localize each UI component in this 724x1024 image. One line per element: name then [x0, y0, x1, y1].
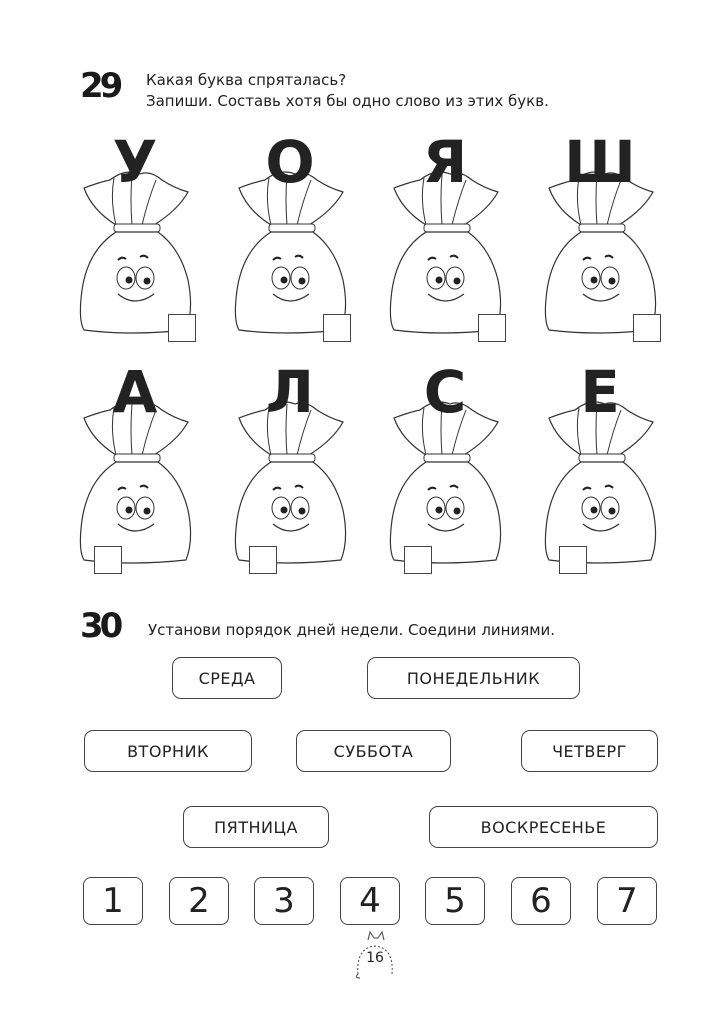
- bag-letter: С: [423, 358, 467, 426]
- bag-icon: [389, 171, 502, 334]
- letter-answer-box[interactable]: [323, 314, 351, 342]
- task-number-29: 29: [80, 66, 123, 106]
- day-card-tuesday[interactable]: ВТОРНИК: [84, 730, 252, 772]
- bag-icon: [79, 171, 192, 334]
- bag-icon: [544, 171, 657, 334]
- letter-answer-box[interactable]: [404, 546, 432, 574]
- page-number-badge: 16: [352, 930, 398, 980]
- day-card-friday[interactable]: ПЯТНИЦА: [183, 806, 329, 848]
- bag-letter: Я: [422, 128, 468, 196]
- letter-answer-box[interactable]: [633, 314, 661, 342]
- number-box-4[interactable]: 4: [340, 877, 400, 925]
- number-box-3[interactable]: 3: [254, 877, 314, 925]
- task-29-line1: Какая буква спряталась?: [146, 71, 347, 89]
- hidden-letter-bag: С: [380, 362, 510, 574]
- task-number-30: 30: [80, 606, 123, 646]
- number-box-6[interactable]: 6: [511, 877, 571, 925]
- bag-icon: [79, 401, 192, 564]
- day-card-wednesday[interactable]: СРЕДА: [172, 657, 282, 699]
- day-card-monday[interactable]: ПОНЕДЕЛЬНИК: [367, 657, 580, 699]
- number-box-1[interactable]: 1: [83, 877, 143, 925]
- hidden-letter-bag: Е: [535, 362, 665, 574]
- bag-letter: О: [265, 128, 315, 196]
- day-card-sunday[interactable]: ВОСКРЕСЕНЬЕ: [429, 806, 658, 848]
- page-number: 16: [366, 950, 384, 966]
- bag-letter: Е: [580, 358, 620, 426]
- bag-icon: [234, 401, 347, 564]
- letter-answer-box[interactable]: [559, 546, 587, 574]
- letter-answer-box[interactable]: [249, 546, 277, 574]
- cat-icon: [355, 930, 393, 979]
- bag-letter: Л: [265, 358, 315, 426]
- number-box-5[interactable]: 5: [425, 877, 485, 925]
- hidden-letter-bag: Ш: [535, 132, 665, 342]
- day-card-saturday[interactable]: СУББОТА: [296, 730, 451, 772]
- hidden-letter-bag: Я: [380, 132, 510, 342]
- bag-letter: А: [112, 358, 158, 426]
- letter-answer-box[interactable]: [94, 546, 122, 574]
- bag-letter: Ш: [564, 128, 636, 196]
- letter-answer-box[interactable]: [168, 314, 196, 342]
- hidden-letter-bag: А: [70, 362, 200, 574]
- number-box-2[interactable]: 2: [169, 877, 229, 925]
- bag-icon: [389, 401, 502, 564]
- bag-icon: [544, 401, 657, 564]
- bag-letter: У: [112, 128, 158, 196]
- letter-answer-box[interactable]: [478, 314, 506, 342]
- number-box-7[interactable]: 7: [597, 877, 657, 925]
- day-card-thursday[interactable]: ЧЕТВЕРГ: [521, 730, 658, 772]
- bag-icon: [234, 171, 347, 334]
- hidden-letter-bag: Л: [225, 362, 355, 574]
- task-29-instructions: Какая буква спряталась? Запиши. Составь …: [146, 70, 549, 112]
- task-29-line2: Запиши. Составь хотя бы одно слово из эт…: [146, 92, 549, 110]
- hidden-letter-bag: У: [70, 132, 200, 342]
- task-30-instructions: Установи порядок дней недели. Соедини ли…: [148, 621, 556, 639]
- hidden-letter-bag: О: [225, 132, 355, 342]
